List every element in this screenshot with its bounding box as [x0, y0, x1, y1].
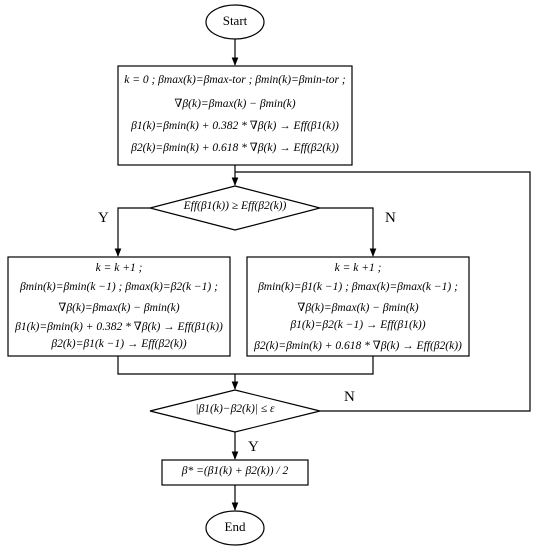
right-line-4: β1(k)=β2(k −1) → Eff(β1(k)) — [290, 319, 426, 331]
decision-2-yes: Y — [248, 439, 259, 455]
right-box — [246, 256, 470, 357]
result-text: β* =(β1(k) + β2(k)) / 2 — [181, 465, 289, 477]
right-line-3: ∇β(k)=βmax(k) − βmin(k) — [297, 302, 419, 314]
init-line-4: β2(k)=βmin(k) + 0.618 * ∇β(k) → Eff(β2(k… — [131, 142, 339, 154]
decision-1 — [147, 185, 323, 231]
left-line-5: β2(k)=β1(k −1) → Eff(β2(k)) — [51, 338, 187, 350]
decision-1-no: N — [385, 210, 396, 226]
right-line-1: k = k +1 ; — [334, 262, 382, 274]
right-line-2: βmin(k)=β1(k −1) ; βmax(k)=βmax(k −1) ; — [258, 281, 458, 293]
left-line-3: ∇β(k)=βmax(k) − βmin(k) — [58, 302, 180, 314]
decision-2-no: N — [344, 389, 355, 405]
init-line-1: k = 0 ; βmax(k)=βmax-tor ; βmin(k)=βmin-… — [124, 74, 346, 86]
init-line-2: ∇β(k)=βmax(k) − βmin(k) — [174, 98, 296, 110]
decision-1-text: Eff(β1(k)) ≥ Eff(β2(k)) — [183, 200, 287, 212]
left-line-4: β1(k)=βmin(k) + 0.382 * ∇β(k) → Eff(β1(k… — [15, 321, 223, 333]
left-line-2: βmin(k)=βmin(k −1) ; βmax(k)=β2(k −1) ; — [20, 281, 218, 293]
left-box — [7, 256, 231, 357]
left-line-1: k = k +1 ; — [95, 262, 143, 274]
start-label: Start — [222, 13, 248, 28]
decision-2-text: |β1(k)−β2(k)| ≤ ε — [195, 403, 275, 415]
right-line-5: β2(k)=βmin(k) + 0.618 * ∇β(k) → Eff(β2(k… — [254, 340, 462, 352]
decision-1-yes: Y — [98, 210, 109, 226]
end-label: End — [224, 519, 246, 534]
init-line-3: β1(k)=βmin(k) + 0.382 * ∇β(k) → Eff(β1(k… — [131, 120, 339, 132]
end-node — [205, 510, 265, 546]
